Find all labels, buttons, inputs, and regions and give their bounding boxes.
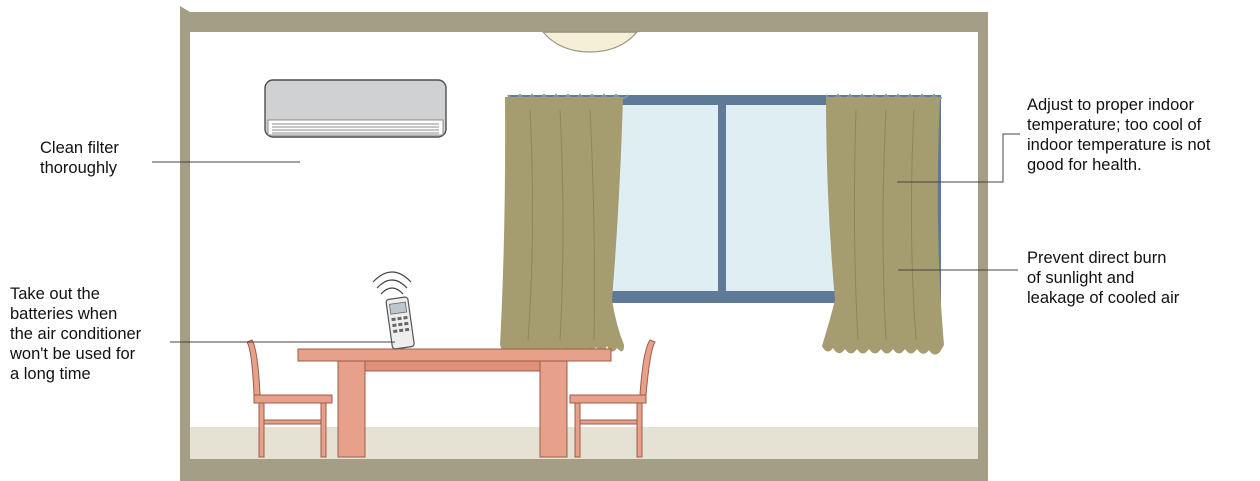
batteries-annotation-line: the air conditioner xyxy=(10,324,141,344)
batteries-annotation-line: Take out the xyxy=(10,284,141,304)
floor xyxy=(190,427,978,459)
batteries-annotation-line: a long time xyxy=(10,364,141,384)
batteries-annotation: Take out the batteries when the air cond… xyxy=(10,284,141,384)
sunlight-annotation-line: Prevent direct burn xyxy=(1027,248,1179,268)
temperature-annotation-line: temperature; too cool of xyxy=(1027,115,1210,135)
right-curtain xyxy=(822,97,944,355)
batteries-annotation-line: batteries when xyxy=(10,304,141,324)
filter-annotation-line: Clean filter xyxy=(40,138,119,158)
filter-annotation: Clean filter thoroughly xyxy=(40,138,119,178)
batteries-annotation-line: won't be used for xyxy=(10,344,141,364)
sunlight-annotation-line: leakage of cooled air xyxy=(1027,288,1179,308)
air-conditioner xyxy=(265,80,446,137)
sunlight-annotation-line: of sunlight and xyxy=(1027,268,1179,288)
filter-annotation-line: thoroughly xyxy=(40,158,119,178)
left-curtain xyxy=(500,97,624,354)
temperature-annotation-line: Adjust to proper indoor xyxy=(1027,95,1210,115)
temperature-annotation-line: indoor temperature is not xyxy=(1027,135,1210,155)
temperature-annotation-line: good for health. xyxy=(1027,155,1210,175)
sunlight-annotation: Prevent direct burn of sunlight and leak… xyxy=(1027,248,1179,308)
temperature-annotation: Adjust to proper indoor temperature; too… xyxy=(1027,95,1210,175)
